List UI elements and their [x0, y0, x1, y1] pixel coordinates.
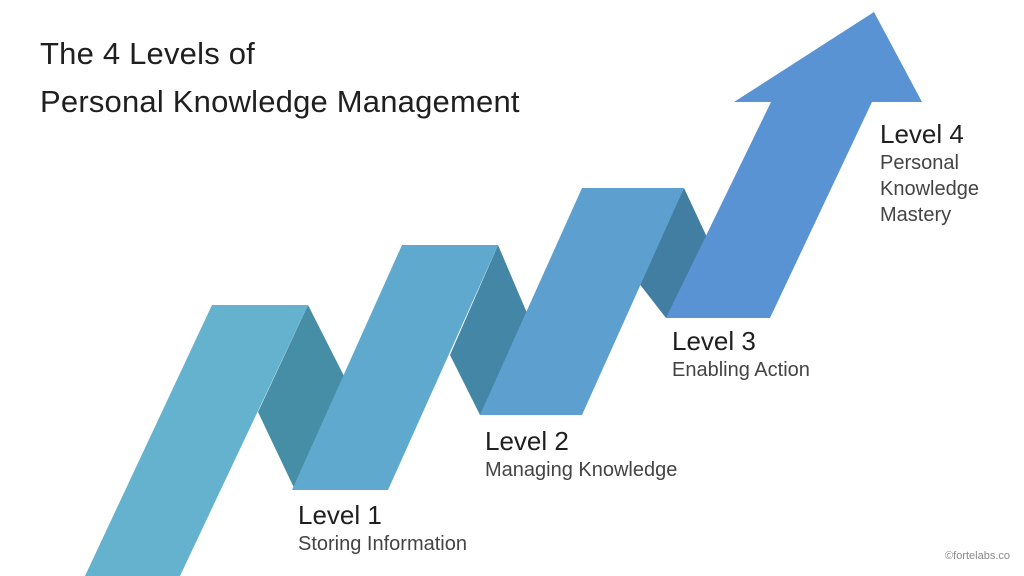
ribbon-fold-3 [638, 188, 712, 318]
ribbon-segment-level-3 [480, 188, 684, 415]
level-2-name: Level 2 [485, 426, 569, 456]
title-line-2: Personal Knowledge Management [40, 84, 520, 119]
ribbon-segment-level-1 [85, 305, 308, 576]
level-2-description: Managing Knowledge [485, 459, 678, 481]
level-1-name: Level 1 [298, 500, 382, 530]
copyright-credit: ©fortelabs.co [945, 550, 1010, 562]
level-1-label: Level 1 Storing Information [298, 499, 467, 557]
ribbon-segment-level-2 [292, 245, 498, 490]
diagram-title: The 4 Levels of Personal Knowledge Manag… [40, 30, 520, 126]
level-4-description-line-2: Knowledge [880, 178, 979, 200]
level-4-name: Level 4 [880, 119, 964, 149]
level-1-description: Storing Information [298, 533, 467, 555]
level-2-label: Level 2 Managing Knowledge [485, 425, 677, 483]
level-3-label: Level 3 Enabling Action [672, 325, 810, 383]
level-4-label: Level 4 Personal Knowledge Mastery [880, 118, 979, 228]
ribbon-arrow-level-4 [666, 12, 922, 318]
ribbon-fold-1 [258, 305, 345, 490]
level-3-description: Enabling Action [672, 359, 810, 381]
ribbon-fold-2 [450, 245, 530, 415]
level-4-description-line-3: Mastery [880, 204, 952, 226]
title-line-1: The 4 Levels of [40, 36, 255, 71]
level-4-description-line-1: Personal [880, 152, 959, 174]
level-3-name: Level 3 [672, 326, 756, 356]
